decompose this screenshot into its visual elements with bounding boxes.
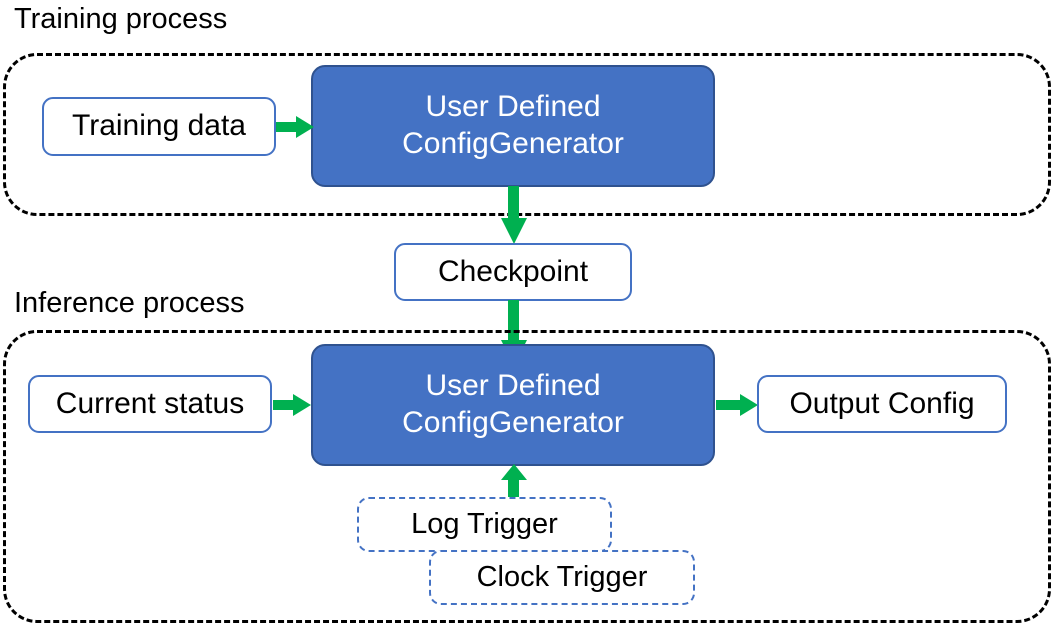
node-log-trigger-label: Log Trigger (411, 507, 558, 540)
node-infer-config-generator[interactable]: User Defined ConfigGenerator (311, 344, 715, 466)
arrow-training-data-to-generator (276, 116, 314, 138)
node-checkpoint-label: Checkpoint (437, 254, 589, 288)
node-clock-trigger[interactable]: Clock Trigger (429, 550, 695, 605)
node-clock-trigger-label: Clock Trigger (476, 560, 648, 593)
arrow-triggers-to-generator (501, 464, 527, 502)
node-train-config-generator[interactable]: User Defined ConfigGenerator (311, 65, 715, 187)
arrow-generator-to-output-config (716, 394, 758, 416)
section-title-training: Training process (14, 3, 228, 35)
node-checkpoint[interactable]: Checkpoint (394, 243, 632, 301)
node-training-data[interactable]: Training data (42, 97, 276, 156)
section-frame-inference (3, 330, 1051, 623)
section-frame-training (3, 53, 1051, 216)
node-current-status-label: Current status (55, 386, 245, 420)
node-infer-config-generator-line2: ConfigGenerator (402, 406, 624, 439)
node-output-config[interactable]: Output Config (757, 375, 1007, 433)
section-title-inference: Inference process (14, 287, 245, 319)
node-current-status[interactable]: Current status (28, 375, 272, 433)
arrow-current-status-to-generator (273, 394, 311, 416)
node-log-trigger[interactable]: Log Trigger (357, 497, 612, 552)
node-infer-config-generator-line1: User Defined (425, 369, 601, 403)
node-output-config-label: Output Config (789, 386, 975, 420)
node-train-config-generator-line1: User Defined (425, 90, 601, 124)
arrow-generator-to-checkpoint (501, 186, 527, 244)
node-training-data-label: Training data (72, 109, 246, 143)
node-train-config-generator-line2: ConfigGenerator (402, 127, 624, 160)
